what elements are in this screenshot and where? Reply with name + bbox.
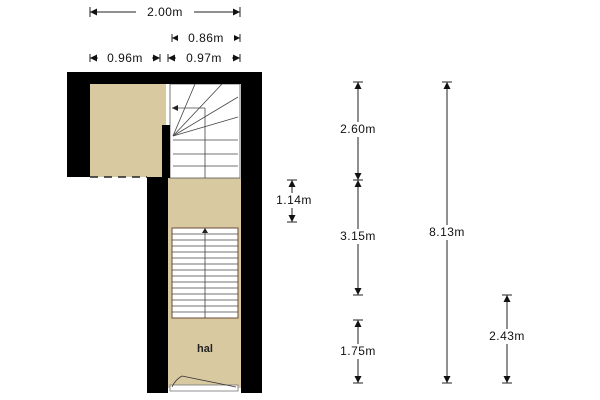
front-door <box>169 375 239 392</box>
upper-room-floor <box>90 84 166 177</box>
straight-staircase <box>171 227 239 319</box>
dim-lower-length: 2.43m <box>482 294 532 384</box>
wall-right <box>241 72 262 393</box>
dim-total-length: 8.13m <box>422 81 472 384</box>
wall-left-upper <box>67 72 90 177</box>
dim-label: 8.13m <box>429 225 465 239</box>
dim-label: 2.00m <box>147 5 183 19</box>
dim-label: 3.15m <box>340 229 376 243</box>
dim-label: 0.97m <box>186 51 222 65</box>
dim-label: 1.14m <box>276 193 312 207</box>
wall-left-lower <box>147 177 168 393</box>
dim-middle-section-length: 3.15m <box>333 179 383 296</box>
stair-arrow-icon <box>202 228 208 233</box>
dim-left-room-width: 0.96m <box>89 50 161 65</box>
dim-label: 0.86m <box>188 31 224 45</box>
room-label-hal: hal <box>197 343 213 355</box>
dim-label: 2.43m <box>489 329 525 343</box>
dim-stair-width-top: 0.86m <box>171 30 241 45</box>
dim-landing-length: 1.14m <box>269 179 319 223</box>
wall-partition <box>162 125 170 178</box>
dim-stair-width: 0.97m <box>167 50 241 65</box>
dim-label: 0.96m <box>107 51 143 65</box>
dim-hal-length: 1.75m <box>333 319 383 384</box>
dim-total-width: 2.00m <box>89 4 241 19</box>
dim-label: 1.75m <box>340 344 376 358</box>
dim-label: 2.60m <box>340 122 376 136</box>
wall-top <box>67 72 262 84</box>
winding-staircase <box>169 83 241 179</box>
dim-upper-stair-length: 2.60m <box>333 81 383 181</box>
